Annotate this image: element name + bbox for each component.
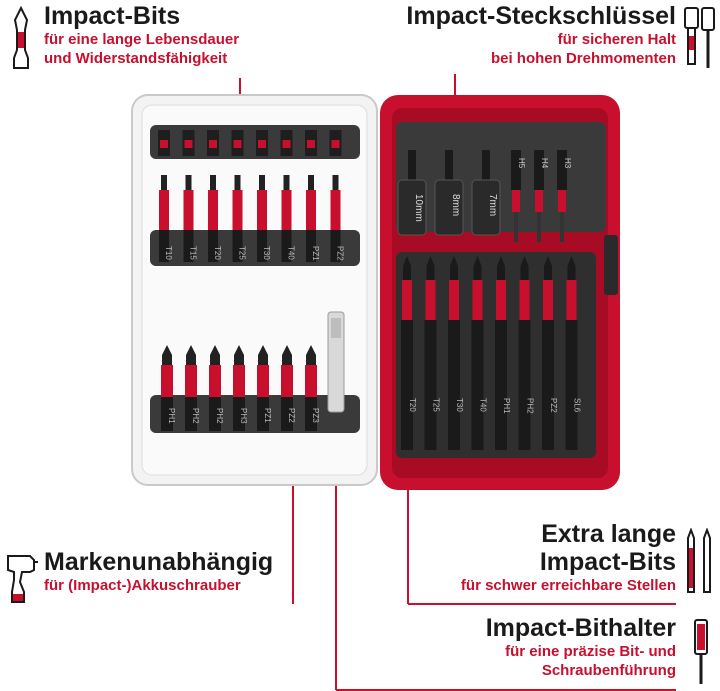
short-bit: PH2 bbox=[209, 345, 224, 431]
bit-size-label: PH2 bbox=[526, 398, 535, 414]
impact-bits-sub-1: für eine lange Lebensdauer bbox=[44, 31, 240, 48]
bit-holder bbox=[327, 311, 345, 413]
socket-size-label: 7mm bbox=[487, 194, 498, 216]
bit-size-label: PZ1 bbox=[263, 408, 272, 423]
long-bit: T20 bbox=[401, 256, 417, 450]
impact-socket-label: Impact-Steckschlüssel für sicheren Halt … bbox=[406, 2, 676, 68]
extra-long-title-2: Impact-Bits bbox=[539, 548, 676, 576]
extra-long-title-1: Extra lange bbox=[541, 520, 676, 548]
bit-size-label: PZ2 bbox=[287, 408, 296, 423]
impact-bits-label: Impact-Bits für eine lange Lebensdauer u… bbox=[44, 2, 239, 68]
brand-independent-label: Markenunabhängig für (Impact-)Akkuschrau… bbox=[44, 548, 273, 595]
bit-holder-title: Impact-Bithalter bbox=[485, 614, 676, 642]
bit-size-label: T40 bbox=[479, 398, 488, 412]
extra-long-label: Extra lange Impact-Bits für schwer errei… bbox=[461, 520, 676, 595]
long-bit-row: T20 T25 T30 T40 PH1 PH2 PZ2 SL6 bbox=[401, 256, 582, 450]
bit-holder-icon bbox=[694, 619, 708, 684]
extra-long-sub: für schwer erreichbare Stellen bbox=[460, 577, 676, 594]
short-bit: PH3 bbox=[233, 345, 248, 431]
bit-size-label: H4 bbox=[540, 158, 549, 169]
bit-size-label: PZ3 bbox=[311, 408, 320, 423]
impact-socket-sub-1: für sicheren Halt bbox=[557, 31, 676, 48]
impact-bits-sub-2: und Widerstandsfähigkeit bbox=[44, 50, 228, 67]
impact-socket-sub-2: bei hohen Drehmomenten bbox=[490, 50, 676, 67]
bit-size-label: PZ2 bbox=[336, 246, 345, 261]
short-bit: T15 bbox=[182, 130, 198, 262]
bit-holder-sub-2: Schraubenführung bbox=[541, 662, 676, 679]
impact-socket: 10mm bbox=[397, 150, 427, 236]
bit-size-label: PH2 bbox=[191, 408, 200, 424]
socket-size-label: 8mm bbox=[450, 194, 461, 216]
brand-independent-title: Markenunabhängig bbox=[44, 548, 274, 576]
bit-size-label: T10 bbox=[164, 246, 173, 260]
short-bit: PZ2 bbox=[281, 345, 296, 431]
bit-size-label: SL6 bbox=[573, 398, 582, 413]
short-bit: PZ1 bbox=[305, 130, 320, 262]
short-bit: T25 bbox=[231, 130, 247, 262]
bit-size-label: T25 bbox=[238, 246, 247, 260]
bit-holder-label: Impact-Bithalter für eine präzise Bit- u… bbox=[486, 614, 676, 680]
socket-size-label: 10mm bbox=[413, 194, 424, 222]
bit-size-label: PH3 bbox=[239, 408, 248, 424]
long-bit: PH2 bbox=[518, 256, 535, 450]
short-bit: PZ3 bbox=[305, 345, 320, 431]
hex-bit: H5 bbox=[511, 150, 526, 242]
bit-size-label: T40 bbox=[287, 246, 296, 260]
long-bit: T30 bbox=[448, 256, 464, 450]
hex-bit: H4 bbox=[534, 150, 549, 242]
long-bit: SL6 bbox=[565, 256, 582, 450]
short-bit: T20 bbox=[207, 130, 222, 262]
short-bit: PZ2 bbox=[329, 130, 345, 262]
impact-socket-title: Impact-Steckschlüssel bbox=[406, 2, 676, 30]
impact-socket: 8mm bbox=[434, 150, 464, 236]
bit-size-label: T20 bbox=[213, 246, 222, 260]
hex-bit: H3 bbox=[557, 150, 572, 242]
bit-size-label: PZ2 bbox=[549, 398, 558, 413]
short-bit: T10 bbox=[158, 130, 173, 262]
drill-icon bbox=[7, 555, 38, 603]
bottom-bit-row: PH1 PH2 PH2 PH3 PZ1 PZ2 PZ3 bbox=[161, 345, 320, 431]
long-bit: PZ2 bbox=[542, 256, 558, 450]
impact-bits-title: Impact-Bits bbox=[44, 2, 181, 30]
long-bit-icon bbox=[687, 528, 711, 593]
short-bit: T30 bbox=[256, 130, 271, 262]
bit-size-label: H5 bbox=[517, 158, 526, 169]
short-bit: PH1 bbox=[161, 345, 176, 431]
bit-size-label: PH1 bbox=[502, 398, 511, 414]
bit-size-label: T20 bbox=[408, 398, 417, 412]
bit-size-label: H3 bbox=[563, 158, 572, 169]
top-bit-row: T10 T15 T20 T25 T30 T40 PZ1 PZ2 bbox=[158, 130, 345, 262]
bit-size-label: PH2 bbox=[215, 408, 224, 424]
bit-size-label: T15 bbox=[189, 246, 198, 260]
brand-independent-sub: für (Impact-)Akkuschrauber bbox=[44, 577, 241, 594]
long-bit: T25 bbox=[424, 256, 441, 450]
short-bit: PH2 bbox=[185, 345, 200, 431]
bit-size-label: T30 bbox=[262, 246, 271, 260]
hex-bit-row: H5 H4 H3 bbox=[511, 150, 572, 242]
short-bit: T40 bbox=[280, 130, 296, 262]
bit-size-label: PH1 bbox=[167, 408, 176, 424]
socket-row: 10mm 8mm 7mm bbox=[397, 150, 501, 236]
long-bit: PH1 bbox=[495, 256, 511, 450]
bit-holder-sub-1: für eine präzise Bit- und bbox=[505, 643, 676, 660]
impact-socket: 7mm bbox=[471, 150, 501, 236]
long-bit: T40 bbox=[471, 256, 488, 450]
bit-size-label: T30 bbox=[455, 398, 464, 412]
bit-icon bbox=[13, 6, 29, 69]
short-bit: PZ1 bbox=[257, 345, 272, 431]
bit-size-label: PZ1 bbox=[311, 246, 320, 261]
bit-size-label: T25 bbox=[432, 398, 441, 412]
socket-icon bbox=[684, 7, 715, 68]
